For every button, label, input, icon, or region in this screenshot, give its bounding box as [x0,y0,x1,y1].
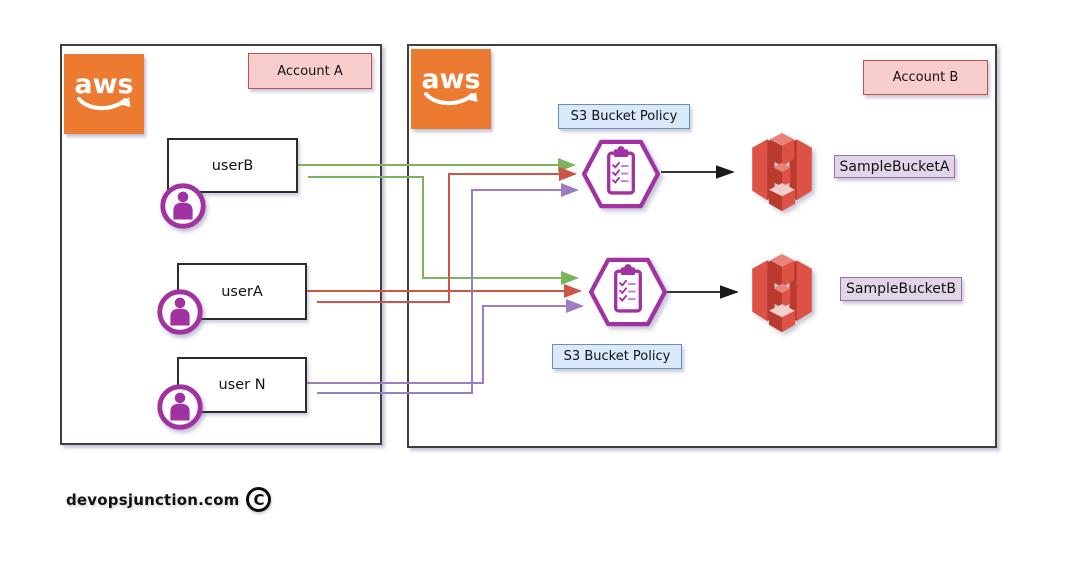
account-a-label: Account A [248,53,372,89]
user-icon [157,384,203,430]
aws-logo-text: aws [74,69,134,100]
user-icon [160,183,206,229]
aws-smile-icon [77,97,131,111]
copyright-icon: C [246,487,272,512]
user-label: userB [211,157,254,174]
site-name: devopsjunction.com [66,490,240,509]
account-b-label: Account B [863,60,988,95]
bucket-label-a: SampleBucketA [834,155,955,178]
user-label: user N [218,377,266,393]
aws-logo-text: aws [421,64,481,95]
user-label: userA [221,283,263,300]
aws-smile-icon [424,92,478,106]
user-box-usera: userA [177,263,307,320]
s3-bucket-policy-icon [588,257,668,327]
user-icon [157,289,203,335]
user-box-userb: userB [167,138,298,193]
s3-bucket-icon-b [752,253,812,333]
footer: devopsjunction.com C [66,487,272,512]
s3-bucket-icon-a [752,132,812,212]
s3-bucket-policy-label-1: S3 Bucket Policy [558,104,690,129]
aws-logo-icon: aws [411,49,491,129]
s3-bucket-policy-label-2: S3 Bucket Policy [552,344,682,369]
account-b-container [407,44,997,448]
aws-logo-icon: aws [64,54,144,134]
s3-bucket-policy-icon [581,139,661,209]
bucket-label-b: SampleBucketB [840,277,962,301]
